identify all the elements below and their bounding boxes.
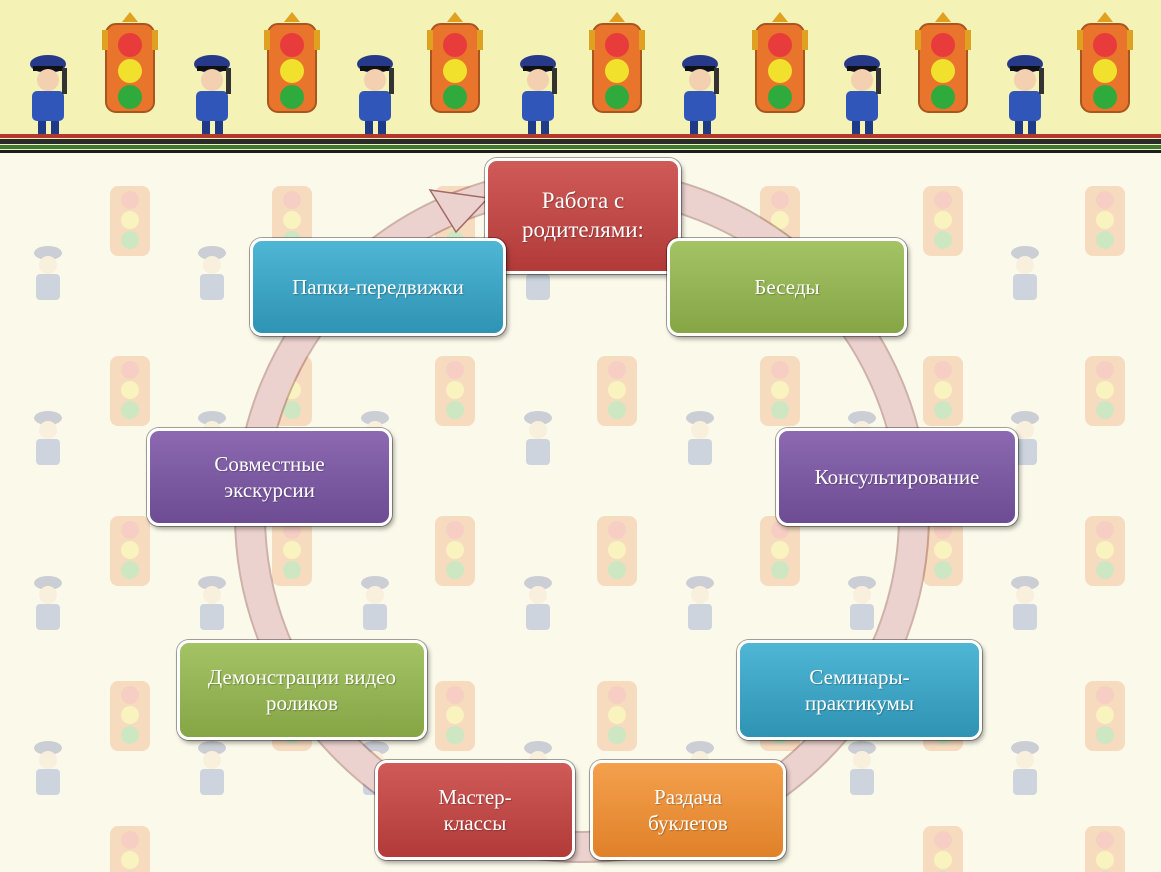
cycle-item-master-classes: Мастер-классы — [375, 760, 575, 860]
cycle-arrowhead — [428, 189, 490, 234]
cycle-item-conversations: Беседы — [667, 238, 907, 336]
cycle-item-seminars: Семинары-практикумы — [737, 640, 982, 740]
cycle-item-label: Беседы — [754, 274, 820, 299]
cycle-item-label: Консультирование — [814, 464, 980, 489]
cycle-item-excursions: Совместные экскурсии — [147, 428, 392, 526]
cycle-item-label: Мастер-классы — [438, 784, 512, 835]
cycle-item-video-demos: Демонстрации видео роликов — [177, 640, 427, 740]
header-divider — [0, 134, 1161, 153]
cycle-item-label: Раздача буклетов — [648, 784, 728, 835]
cycle-item-folders: Папки-передвижки — [250, 238, 506, 336]
center-title: Работа с родителями: — [522, 188, 644, 242]
cycle-item-label: Демонстрации видео роликов — [207, 664, 397, 715]
center-title-box: Работа с родителями: — [485, 158, 681, 274]
cycle-item-consulting: Консультирование — [776, 428, 1018, 526]
header-banner — [0, 0, 1161, 150]
cycle-item-booklets: Раздача буклетов — [590, 760, 786, 860]
cycle-item-label: Совместные экскурсии — [214, 451, 325, 502]
cycle-item-label: Семинары-практикумы — [805, 664, 914, 715]
cycle-item-label: Папки-передвижки — [292, 274, 464, 299]
